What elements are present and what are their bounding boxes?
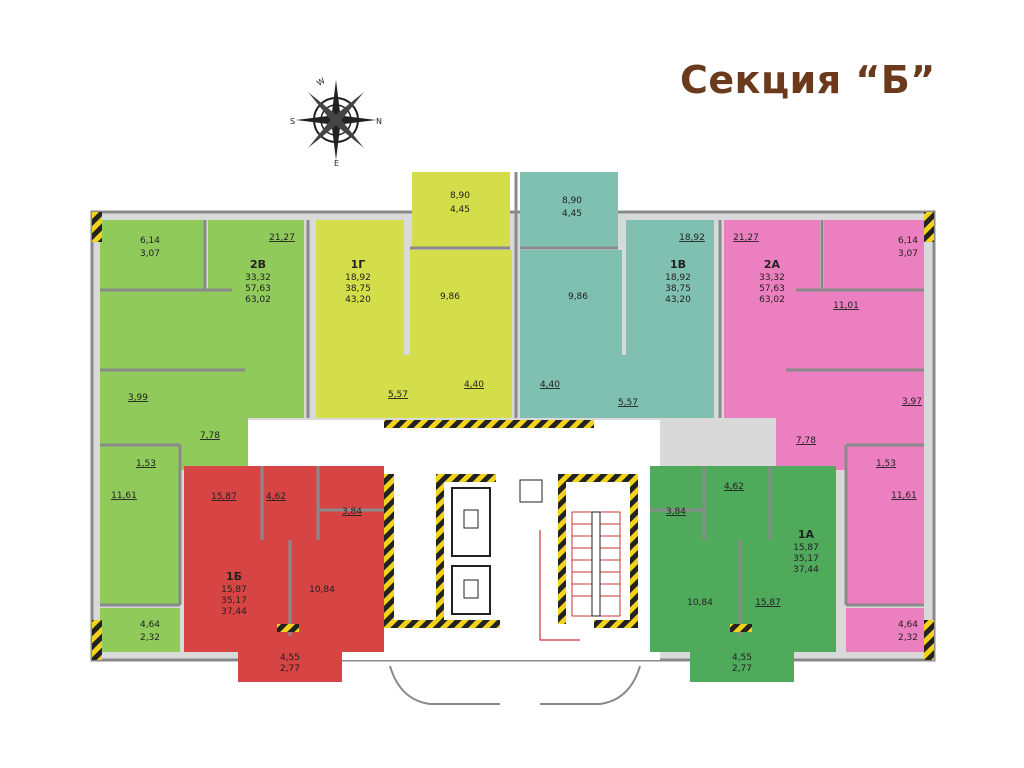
room-label: 10,84: [687, 598, 713, 608]
elevator-icon: [463, 509, 479, 529]
room-label: 3,97: [902, 397, 922, 407]
room-label: 3,99: [128, 393, 148, 403]
entrance-bay: [389, 665, 641, 705]
apt-1a-line2: 35,17: [793, 554, 819, 564]
apt-1a-line1: 15,87: [793, 543, 819, 553]
apartment-1g[interactable]: [316, 172, 512, 418]
interior-walls: [100, 172, 924, 636]
room-label: 8,90: [562, 196, 582, 206]
room-label: 7,78: [200, 431, 220, 441]
room-labels: 6,14 3,07 21,27 3,99 7,78 1,53 11,61 4,6…: [111, 191, 922, 674]
room-label: 11,01: [833, 301, 859, 311]
compass-letter-e: E: [334, 159, 339, 168]
apt-1v-line3: 43,20: [665, 295, 691, 305]
apt-2v-line2: 57,63: [245, 284, 271, 294]
room-label: 6,14: [140, 236, 160, 246]
apt-1b-name: 1Б: [226, 570, 242, 583]
room-label: 3,07: [140, 249, 160, 259]
room-label: 11,61: [891, 491, 917, 501]
apt-1a-name: 1А: [798, 528, 815, 541]
room-label: 4,45: [450, 205, 470, 215]
apt-2a-name: 2А: [764, 258, 781, 271]
room-label: 2,77: [280, 664, 300, 674]
room-label: 9,86: [568, 292, 588, 302]
room-label: 21,27: [733, 233, 759, 243]
room-label: 4,45: [562, 209, 582, 219]
room-label: 11,61: [111, 491, 137, 501]
elevator-icon: [463, 579, 479, 599]
room-label: 10,84: [309, 585, 335, 595]
apartment-1b[interactable]: [184, 466, 384, 682]
apartment-labels: 2В 33,32 57,63 63,02 1Г 18,92 38,75 43,2…: [221, 258, 819, 617]
apt-1a-line3: 37,44: [793, 565, 819, 575]
apt-2a-line1: 33,32: [759, 273, 785, 283]
room-label: 6,14: [898, 236, 918, 246]
room-label: 4,64: [898, 620, 918, 630]
room-label: 2,32: [140, 633, 160, 643]
room-label: 4,55: [732, 653, 752, 663]
elevator-shaft: [451, 487, 491, 615]
compass-letter-w: W: [315, 76, 326, 88]
section-title: Секция “Б”: [680, 58, 936, 102]
room-label: 15,87: [211, 492, 237, 502]
hazard-stripes: [92, 212, 934, 660]
apt-1g-line2: 38,75: [345, 284, 371, 294]
room-label: 21,27: [269, 233, 295, 243]
room-label: 4,64: [140, 620, 160, 630]
apartment-1a[interactable]: [650, 466, 836, 682]
staircase: [519, 479, 621, 641]
apt-1v-line1: 18,92: [665, 273, 691, 283]
apt-1g-line1: 18,92: [345, 273, 371, 283]
apartment-2a[interactable]: [724, 220, 924, 652]
apt-1g-line3: 43,20: [345, 295, 371, 305]
room-label: 3,84: [342, 507, 362, 517]
room-label: 15,87: [755, 598, 781, 608]
compass-letter-n: N: [376, 117, 382, 126]
apt-2v-line1: 33,32: [245, 273, 271, 283]
compass-letter-s: S: [290, 117, 295, 126]
room-label: 4,62: [724, 482, 744, 492]
apartment-2v[interactable]: [100, 220, 304, 652]
apt-2v-name: 2В: [250, 258, 266, 271]
room-label: 3,84: [666, 507, 686, 517]
room-label: 5,57: [388, 390, 408, 400]
room-label: 2,77: [732, 664, 752, 674]
apt-1b-line2: 35,17: [221, 596, 247, 606]
apartment-1v[interactable]: [520, 172, 714, 418]
room-label: 18,92: [679, 233, 705, 243]
room-label: 9,86: [440, 292, 460, 302]
room-label: 5,57: [618, 398, 638, 408]
room-label: 1,53: [136, 459, 156, 469]
apt-2a-line3: 63,02: [759, 295, 785, 305]
apt-1b-line3: 37,44: [221, 607, 247, 617]
apt-1v-name: 1В: [670, 258, 686, 271]
apt-1g-name: 1Г: [351, 258, 366, 271]
room-label: 1,53: [876, 459, 896, 469]
room-label: 8,90: [450, 191, 470, 201]
room-label: 3,07: [898, 249, 918, 259]
compass-rose-icon: W N E S: [290, 76, 382, 168]
apt-1b-line1: 15,87: [221, 585, 247, 595]
room-label: 4,40: [464, 380, 484, 390]
apt-1v-line2: 38,75: [665, 284, 691, 294]
room-label: 4,62: [266, 492, 286, 502]
room-label: 7,78: [796, 436, 816, 446]
room-label: 4,40: [540, 380, 560, 390]
room-label: 4,55: [280, 653, 300, 663]
room-label: 2,32: [898, 633, 918, 643]
apt-2v-line3: 63,02: [245, 295, 271, 305]
apt-2a-line2: 57,63: [759, 284, 785, 294]
stairs-icon: [519, 479, 543, 503]
